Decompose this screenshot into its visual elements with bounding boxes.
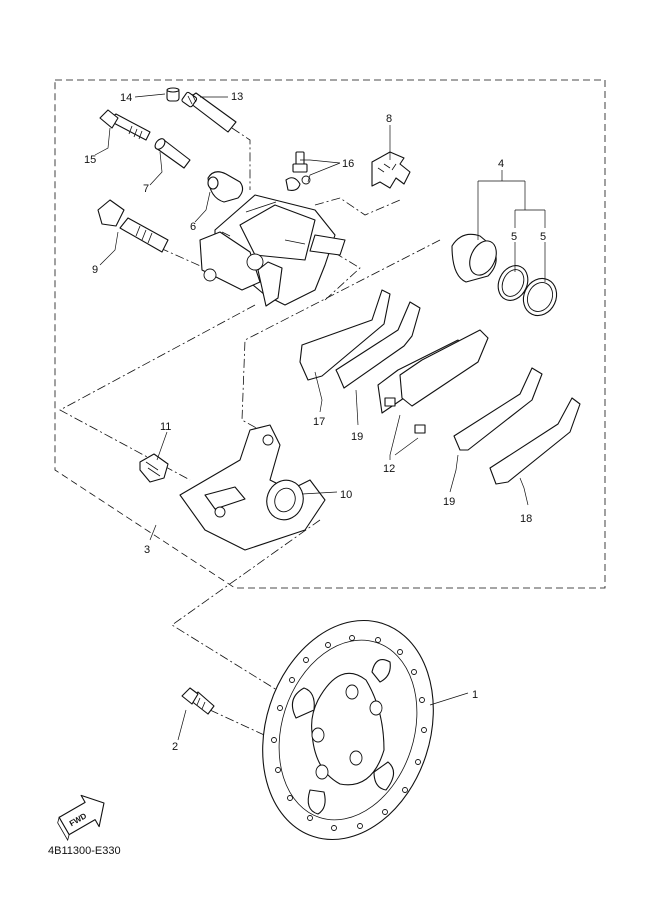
bleed-cap-part-14 — [166, 87, 180, 102]
label-part-6: 6 — [190, 221, 196, 233]
label-part-12: 12 — [383, 463, 395, 475]
leader-chain-caliper — [241, 239, 441, 431]
brake-pad-part-19-lower — [453, 367, 543, 451]
label-part-9: 9 — [92, 264, 98, 276]
label-part-4: 4 — [498, 158, 504, 170]
boot-part-6 — [207, 171, 244, 203]
label-part-15: 15 — [84, 154, 96, 166]
label-part-18: 18 — [520, 513, 532, 525]
bolt-part-9 — [97, 199, 169, 253]
pad-shim-part-18 — [489, 397, 581, 485]
pin-part-13 — [181, 91, 237, 133]
leader-chain-bolt9 — [159, 247, 206, 269]
label-part-11: 11 — [160, 421, 171, 433]
pad-shim-part-17 — [299, 289, 391, 381]
pad-clip-part-8 — [371, 151, 411, 189]
label-part-8: 8 — [386, 113, 392, 125]
bleed-screw-part-16 — [285, 151, 311, 191]
label-part-2: 2 — [172, 741, 178, 753]
label-part-13: 13 — [231, 91, 243, 103]
label-part-19-upper: 19 — [351, 431, 363, 443]
label-part-5a: 5 — [511, 231, 517, 243]
label-part-3: 3 — [144, 544, 150, 556]
slide-pin-part-11 — [139, 453, 169, 483]
caliper-body — [199, 194, 346, 307]
label-part-5b: 5 — [540, 231, 546, 243]
leader-chain-bolt13 — [231, 127, 251, 190]
diagram-code: 4B11300-E330 — [48, 845, 121, 857]
leader-chain-pads — [324, 249, 361, 301]
leader-lines — [94, 93, 546, 741]
piston-part-4 — [451, 233, 497, 283]
label-part-1: 1 — [472, 689, 478, 701]
forward-arrow-icon: FWD — [57, 794, 105, 842]
leader-chain-bracket — [59, 304, 256, 481]
brake-disc-part-1 — [262, 619, 434, 841]
label-part-14: 14 — [120, 92, 132, 104]
leader-chain-clip — [314, 197, 401, 216]
caliper-bracket-part-10 — [179, 424, 326, 551]
brake-pads-part-12 — [377, 329, 489, 434]
label-part-10: 10 — [340, 489, 352, 501]
brake-pad-part-19-upper — [335, 301, 421, 389]
label-part-7: 7 — [143, 183, 149, 195]
disc-bolt-part-2 — [181, 687, 215, 715]
caliper-assembly-boundary — [54, 79, 606, 589]
piston-seal-part-5a — [497, 265, 529, 301]
bolt-part-15 — [99, 109, 151, 141]
label-part-16: 16 — [342, 158, 354, 170]
sleeve-part-7 — [154, 138, 191, 169]
piston-seal-part-5b — [522, 277, 558, 317]
label-part-19-lower: 19 — [443, 496, 455, 508]
label-part-17: 17 — [313, 416, 325, 428]
